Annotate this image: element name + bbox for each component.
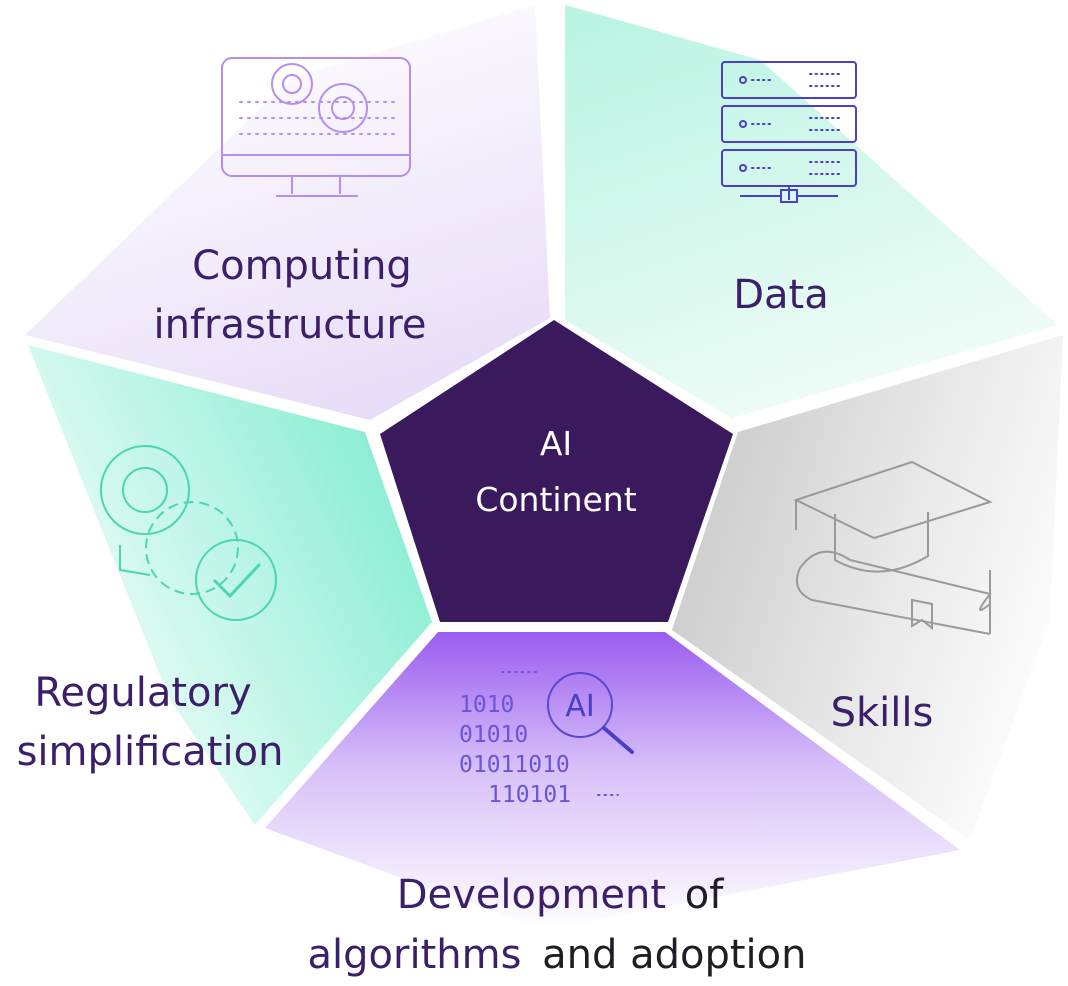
svg-text:110101: 110101 <box>488 782 571 808</box>
segment-skills <box>672 335 1063 840</box>
regulatory-label-line2: simplification <box>17 729 284 775</box>
graduation-cap-book-icon <box>793 460 993 635</box>
of-word: of <box>685 872 724 918</box>
segment-computing-infrastructure <box>25 5 550 420</box>
center-label-line2: Continent <box>475 480 636 519</box>
svg-text:01011010: 01011010 <box>459 752 570 778</box>
segment-development <box>265 632 960 930</box>
center-label-line1: AI <box>540 424 572 463</box>
computing-label-line2: infrastructure <box>153 302 426 348</box>
data-label: Data <box>733 272 829 318</box>
regulatory-label-line1: Regulatory <box>34 670 251 716</box>
center-pentagon <box>380 320 733 622</box>
svg-text:01010: 01010 <box>459 722 528 748</box>
gears-checkmark-icon <box>100 445 277 621</box>
development-label-line2: algorithms and adoption <box>308 932 807 978</box>
computer-gears-icon <box>221 57 411 197</box>
computing-label-line1: Computing <box>192 243 412 289</box>
server-stack-icon <box>721 61 857 203</box>
ai-magnifier-text: AI <box>565 689 594 724</box>
and-adoption-words: and adoption <box>542 932 806 978</box>
binary-ai-magnifier-icon: AI 1010 01010 01011010 110101 <box>459 671 634 808</box>
segment-data <box>565 5 1058 418</box>
algorithms-word: algorithms <box>308 932 522 978</box>
skills-label: Skills <box>831 690 934 736</box>
segment-regulatory-simplification <box>28 345 432 825</box>
development-label-line1: Development of <box>397 872 724 918</box>
development-word: Development <box>397 872 666 918</box>
svg-text:1010: 1010 <box>459 692 514 718</box>
